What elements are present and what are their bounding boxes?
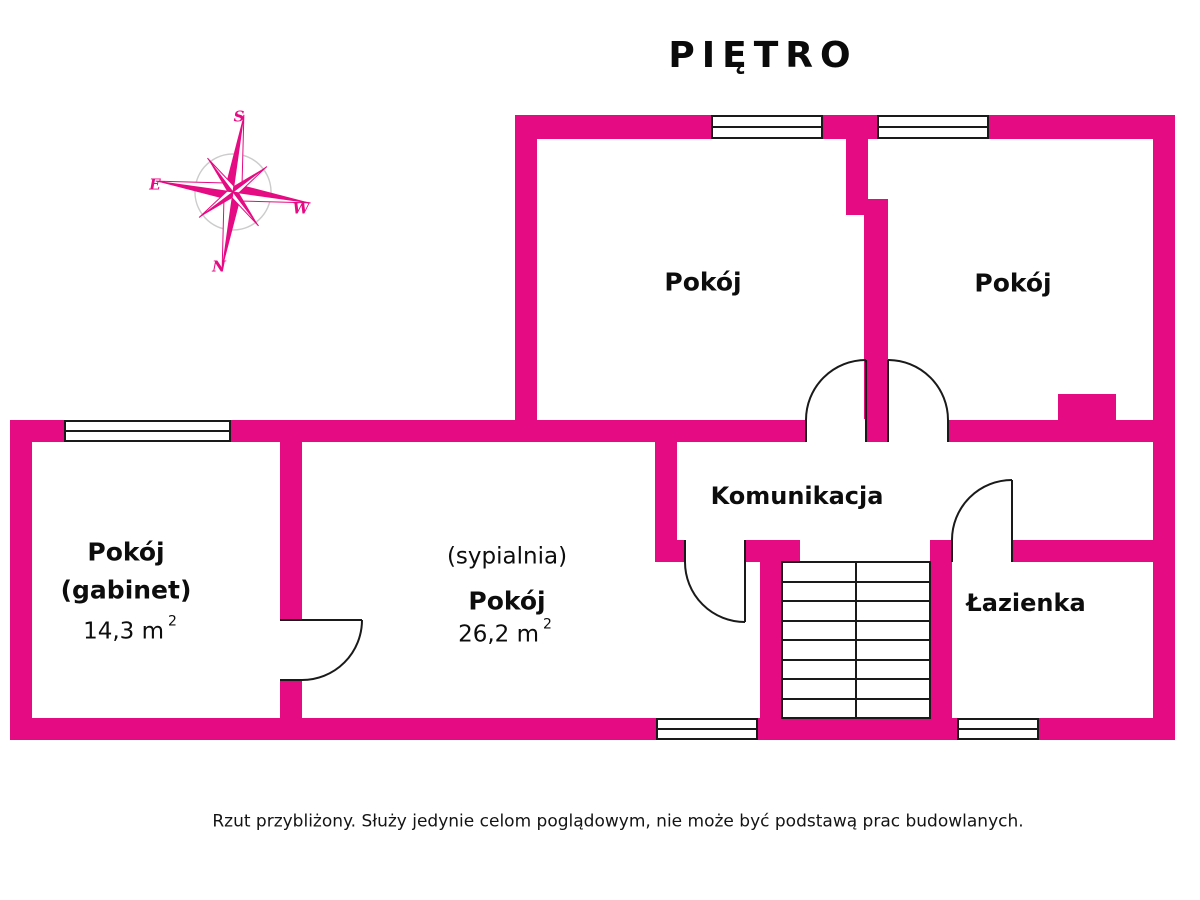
room-label-bedroom-subtitle: (sypialnia) <box>446 543 568 570</box>
room-label-top-right: Pokój <box>974 268 1052 298</box>
compass-rose-icon <box>155 114 311 270</box>
compass-letter-top: S <box>233 107 245 126</box>
room-label-bedroom-name: Pokój <box>468 586 546 616</box>
disclaimer-text: Rzut przybliżony. Służy jedynie celom po… <box>212 811 1024 832</box>
door-openings <box>279 419 1012 680</box>
compass-letter-bottom: N <box>212 257 226 276</box>
room-area-office-exp: 2 <box>168 613 177 630</box>
windows <box>64 115 1039 740</box>
doors <box>280 359 1013 681</box>
page-title: PIĘTRO <box>668 35 858 76</box>
room-label-hall: Komunikacja <box>710 482 884 510</box>
room-area-office-value: 14,3 m <box>83 618 165 645</box>
room-label-bathroom: Łazienka <box>966 589 1086 617</box>
compass-letter-right: W <box>292 199 310 218</box>
compass-letter-left: E <box>149 175 161 194</box>
stairs <box>781 561 931 719</box>
room-label-top-center: Pokój <box>664 267 742 297</box>
room-area-bedroom-exp: 2 <box>543 616 552 633</box>
room-area-bedroom-value: 26,2 m <box>458 621 540 648</box>
room-label-office-type: (gabinet) <box>60 575 192 605</box>
room-label-office-name: Pokój <box>87 537 165 567</box>
